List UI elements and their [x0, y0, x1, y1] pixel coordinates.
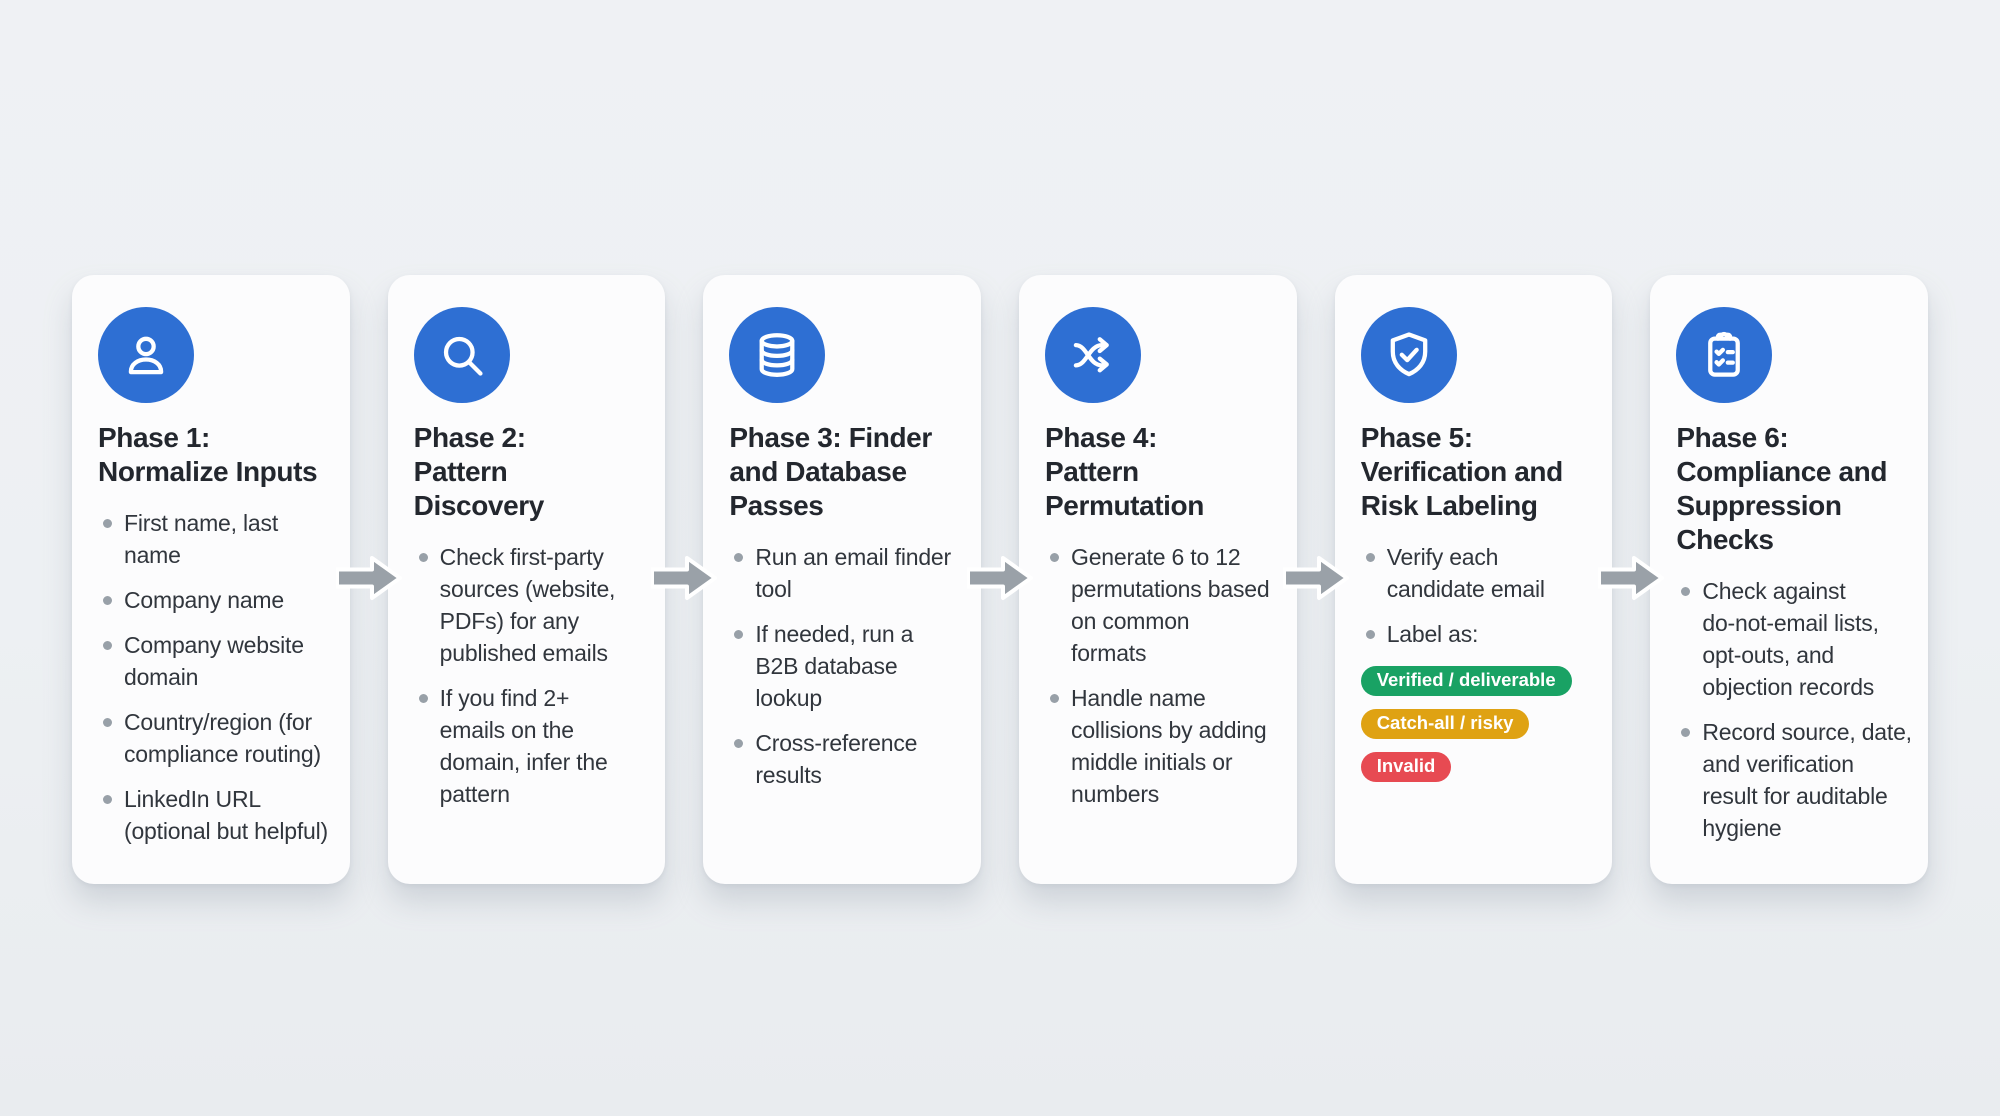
- phase-1-title: Phase 1: Normalize Inputs: [98, 422, 318, 487]
- phase-card-5: Phase 5: Verification and Risk Labeling …: [1334, 275, 1613, 884]
- search-icon: [435, 328, 489, 382]
- bullet-item: Verify each candidate email: [1361, 541, 1597, 605]
- clipboard-check-icon: [1697, 328, 1751, 382]
- phase-2-icon-circle: [413, 307, 510, 403]
- phase-1-icon-circle: [98, 307, 194, 403]
- bullet-item: Company website domain: [98, 629, 334, 693]
- phase-5-icon-circle: [1360, 307, 1457, 403]
- phase-3-title: Phase 3: Finder and Database Passes: [729, 422, 932, 521]
- phase-2-title: Phase 2: Pattern Discovery: [413, 422, 545, 521]
- phase-4-bullets: Generate 6 to 12 permutations based on c…: [1045, 541, 1281, 810]
- phase-card-1: Phase 1: Normalize Inputs First name, la…: [72, 275, 350, 884]
- risk-label-badges: Verified / deliverable Catch-all / risky…: [1360, 666, 1597, 782]
- flow-arrow-icon: [967, 553, 1033, 603]
- phase-card-3: Phase 3: Finder and Database Passes Run …: [703, 275, 982, 884]
- phase-5-title: Phase 5: Verification and Risk Labeling: [1360, 422, 1564, 521]
- phase-3-icon-circle: [729, 307, 826, 403]
- phase-4-icon-circle: [1045, 307, 1142, 403]
- shuffle-icon: [1066, 328, 1120, 382]
- phase-6-icon-circle: [1676, 307, 1773, 403]
- phase-2-bullets: Check first-party sources (website, PDFs…: [414, 541, 650, 810]
- bullet-item: Handle name collisions by adding middle …: [1045, 682, 1281, 810]
- shield-check-icon: [1382, 328, 1436, 382]
- phase-card-6: Phase 6: Compliance and Suppression Chec…: [1650, 275, 1929, 884]
- bullet-item: LinkedIn URL (optional but helpful): [98, 783, 334, 847]
- bullet-item: Run an email finder tool: [729, 541, 965, 605]
- flow-arrow-icon: [1598, 553, 1664, 603]
- bullet-item: Country/region (for compliance routing): [98, 706, 334, 770]
- bullet-item: Check first-party sources (website, PDFs…: [414, 541, 650, 669]
- bullet-item: If needed, run a B2B database lookup: [729, 618, 965, 714]
- status-badge-invalid: Invalid: [1360, 752, 1452, 782]
- database-icon: [750, 328, 804, 382]
- flow-arrow-icon: [651, 553, 717, 603]
- phase-card-2: Phase 2: Pattern Discovery Check first-p…: [387, 275, 666, 884]
- bullet-item: If you find 2+ emails on the domain, inf…: [414, 682, 650, 810]
- bullet-item: Check against do-not-email lists, opt-ou…: [1676, 575, 1912, 703]
- bullet-item: Record source, date, and verification re…: [1676, 716, 1912, 844]
- phase-6-bullets: Check against do-not-email lists, opt-ou…: [1676, 575, 1912, 844]
- status-badge-catch-all: Catch-all / risky: [1360, 709, 1530, 739]
- phase-1-bullets: First name, last name Company name Compa…: [98, 507, 334, 847]
- phase-3-bullets: Run an email finder tool If needed, run …: [729, 541, 965, 791]
- user-icon: [119, 328, 173, 382]
- bullet-item: Label as:: [1361, 618, 1597, 650]
- bullet-item: First name, last name: [98, 507, 334, 571]
- phase-card-4: Phase 4: Pattern Permutation Generate 6 …: [1019, 275, 1297, 884]
- phase-6-title: Phase 6: Compliance and Suppression Chec…: [1676, 422, 1888, 555]
- bullet-item: Generate 6 to 12 permutations based on c…: [1045, 541, 1281, 669]
- status-badge-verified: Verified / deliverable: [1360, 666, 1572, 696]
- bullet-item: Cross-reference results: [729, 727, 965, 791]
- flow-arrow-icon: [336, 553, 402, 603]
- bullet-item: Company name: [98, 584, 334, 616]
- phase-4-title: Phase 4: Pattern Permutation: [1045, 422, 1204, 521]
- flow-arrow-icon: [1283, 553, 1349, 603]
- phase-5-bullets: Verify each candidate email Label as:: [1361, 541, 1597, 650]
